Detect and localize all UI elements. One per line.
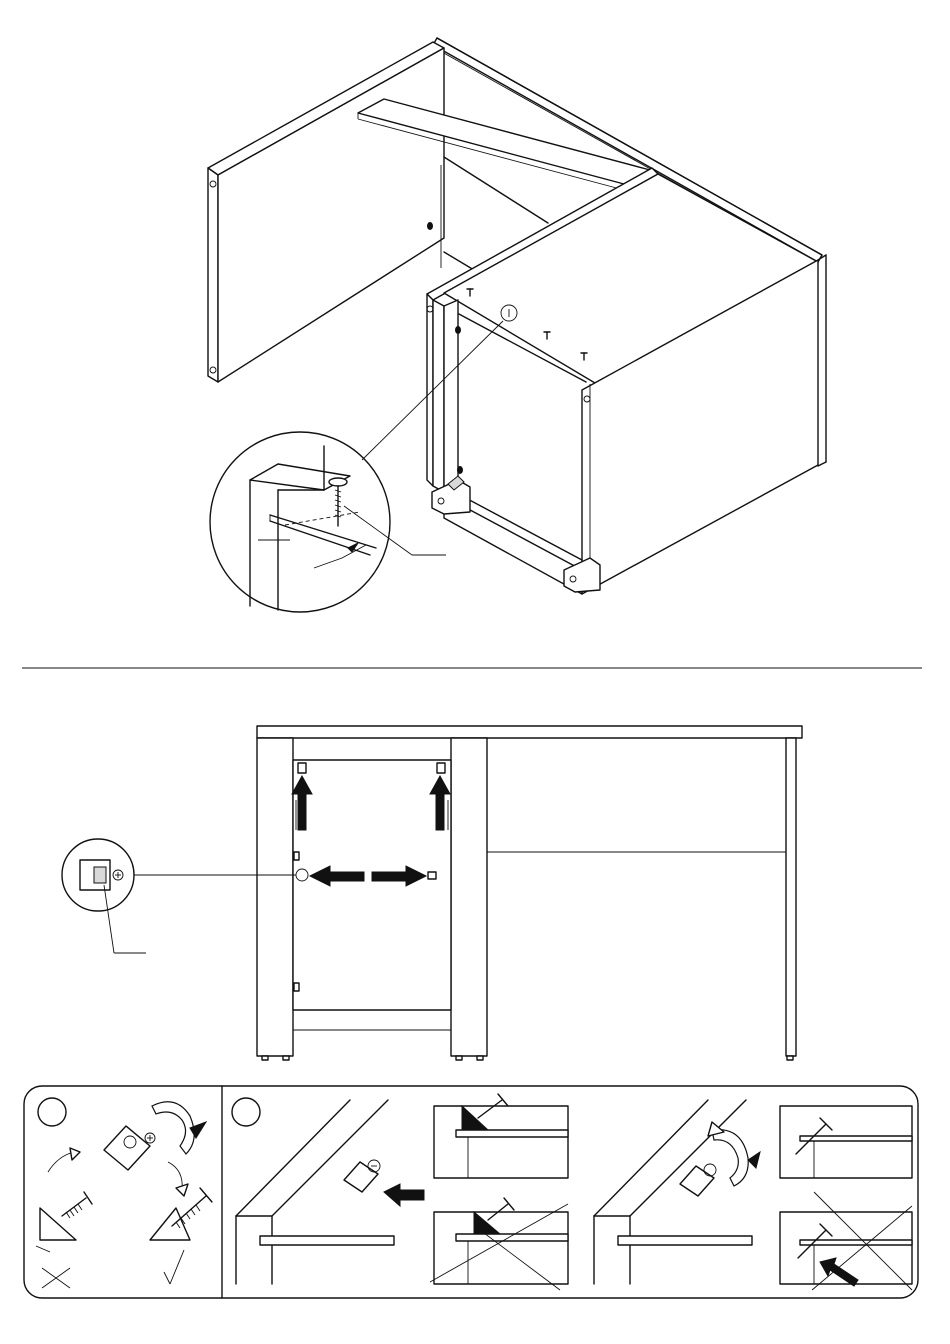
fastener-panel	[24, 1086, 918, 1298]
detail-box-incorrect	[430, 1198, 568, 1290]
left-leg	[257, 738, 293, 1056]
front-elevation	[62, 726, 802, 1060]
screw-icon	[329, 478, 347, 526]
detail-box-correct	[434, 1094, 568, 1178]
cabinet-back	[293, 760, 451, 1010]
desk-top	[257, 726, 802, 738]
isometric-assembly	[208, 38, 826, 612]
right-leg	[786, 738, 796, 1056]
detail-box-correct-2	[780, 1106, 912, 1178]
middle-leg	[451, 738, 487, 1056]
detail-callout-screw	[210, 432, 446, 612]
left-side-panel	[208, 42, 444, 382]
